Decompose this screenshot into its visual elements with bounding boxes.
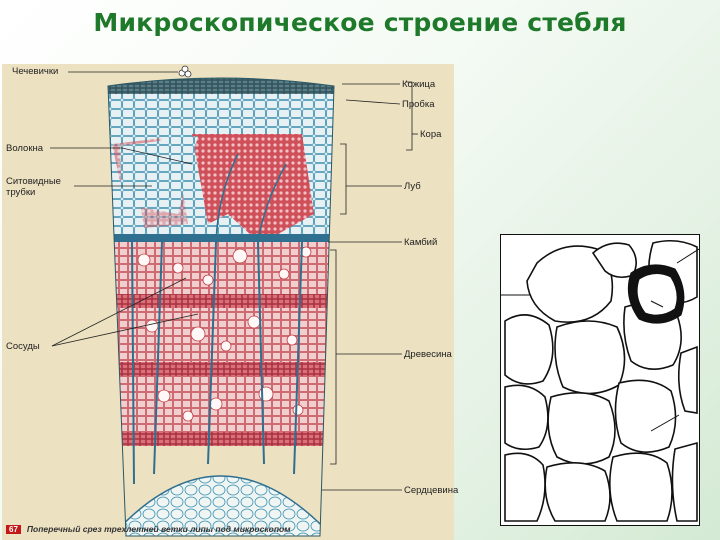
figure-caption-text: Поперечный срез трехлетней ветки липы по… xyxy=(27,524,291,534)
label-phloem: Луб xyxy=(404,181,421,192)
figure-caption: 67 Поперечный срез трехлетней ветки липы … xyxy=(6,524,446,538)
slide-title: Микроскопическое строение стебля xyxy=(0,8,720,37)
cell-closeup-panel xyxy=(500,234,700,526)
label-epidermis: Кожица xyxy=(402,79,435,90)
label-pith: Сердцевина xyxy=(404,485,458,496)
label-wood: Древесина xyxy=(404,349,452,360)
label-vessels: Сосуды xyxy=(6,341,40,352)
figure-number: 67 xyxy=(6,525,21,534)
label-fibers: Волокна xyxy=(6,143,43,154)
label-lenticels: Чечевички xyxy=(12,66,58,77)
label-sieve-tubes: Ситовидные трубки xyxy=(6,176,76,198)
stem-cross-section-illustration xyxy=(2,64,454,540)
textbook-plate: Чечевички Волокна Ситовидные трубки Сосу… xyxy=(2,64,454,540)
cell-outline-drawing xyxy=(501,235,699,525)
label-bark: Кора xyxy=(420,129,441,140)
label-cambium: Камбий xyxy=(404,237,437,248)
label-cork: Пробка xyxy=(402,99,435,110)
